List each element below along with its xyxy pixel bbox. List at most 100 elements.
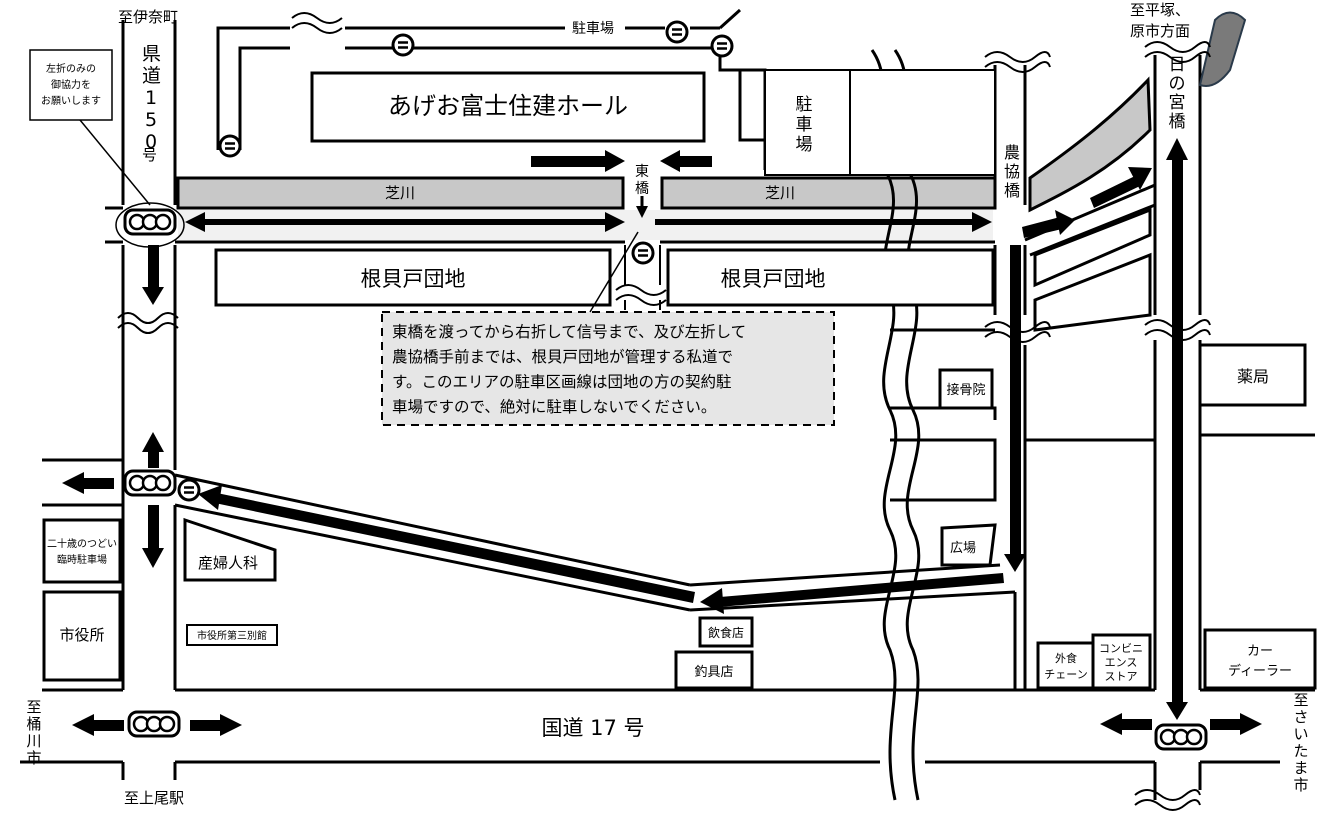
svg-text:ま: ま: [1293, 759, 1308, 777]
label-nokyo-bridge: 農 協 橋: [1004, 143, 1020, 200]
label-to-ageo-station: 至上尾駅: [124, 789, 184, 807]
svg-text:農: 農: [1004, 143, 1020, 162]
svg-text:ディーラー: ディーラー: [1228, 663, 1292, 679]
svg-text:す。このエリアの駐車区画線は団地の方の契約駐: す。このエリアの駐車区画線は団地の方の契約駐: [392, 373, 731, 391]
svg-text:原市方面: 原市方面: [1130, 22, 1190, 40]
svg-text:0: 0: [145, 131, 157, 153]
svg-text:号: 号: [142, 146, 157, 164]
svg-text:県: 県: [142, 43, 161, 65]
svg-text:至: 至: [1293, 691, 1308, 709]
label-fishing-store: 釣具店: [694, 664, 733, 680]
private-road-note-box: [381, 311, 835, 426]
svg-text:二十歳のつどい: 二十歳のつどい: [47, 537, 117, 550]
label-city-hall: 市役所: [59, 626, 104, 644]
svg-text:橋: 橋: [1169, 112, 1186, 132]
label-parking-top: 駐車場: [572, 20, 614, 37]
label-restaurant: 飲食店: [708, 625, 744, 640]
fast-food-building: [1036, 641, 1095, 690]
label-maternity: 産婦人科: [198, 554, 258, 572]
svg-text:宮: 宮: [1169, 93, 1186, 113]
traffic-light-icon: [127, 710, 181, 738]
label-to-inamachi: 至伊奈町: [118, 8, 178, 26]
svg-text:至: 至: [26, 698, 41, 716]
svg-text:桶: 桶: [26, 715, 41, 733]
svg-text:至平塚、: 至平塚、: [1130, 1, 1190, 19]
svg-text:左折のみの: 左折のみの: [46, 62, 96, 75]
label-hiroba: 広場: [950, 541, 976, 556]
parking-right-lot: [764, 69, 851, 176]
restaurant-building: [698, 616, 754, 648]
label-shiba-river-right: 芝川: [765, 184, 795, 202]
temp-parking-building: [42, 518, 122, 584]
label-private-road-note: 東橋を渡ってから右折して信号まで、及び左折して 農協橋手前までは、根貝戸団地が管…: [392, 323, 746, 416]
svg-text:お願いします: お願いします: [41, 95, 101, 107]
parking-entrance-icon: [665, 20, 689, 44]
convenience-building: [1091, 633, 1152, 690]
maternity-building: [183, 517, 277, 582]
label-car-dealer: カー ディーラー: [1228, 644, 1292, 679]
svg-text:さ: さ: [1293, 708, 1308, 726]
left-turn-note-pointer: [79, 119, 151, 206]
label-to-okegawa: 至 桶 川 市: [26, 698, 41, 767]
svg-text:車: 車: [796, 115, 813, 135]
svg-text:ストア: ストア: [1105, 670, 1138, 683]
label-shiba-river-left: 芝川: [385, 184, 415, 202]
svg-text:駐: 駐: [796, 95, 813, 115]
svg-text:チェーン: チェーン: [1044, 668, 1087, 681]
svg-text:場: 場: [796, 135, 813, 155]
danchi-right-building: [666, 248, 995, 307]
label-to-hiratsuka: 至平塚、 原市方面: [1130, 1, 1190, 40]
svg-text:1: 1: [145, 87, 157, 109]
svg-text:川: 川: [26, 732, 41, 750]
label-left-turn-note: 左折のみの 御協力を お願いします: [41, 62, 101, 107]
svg-text:エンス: エンス: [1105, 656, 1138, 669]
svg-text:コンビニ: コンビニ: [1099, 642, 1143, 655]
traffic-light-icon: [123, 208, 177, 236]
label-danchi-left: 根貝戸団地: [361, 267, 466, 291]
svg-text:日: 日: [1169, 55, 1186, 75]
label-temp-parking: 二十歳のつどい 臨時駐車場: [47, 537, 117, 566]
svg-text:カー: カー: [1247, 644, 1273, 659]
label-pharmacy: 薬局: [1237, 367, 1269, 386]
direction-arrows: [62, 138, 1262, 736]
fishing-store-building: [674, 650, 754, 690]
svg-text:農協橋手前までは、根貝戸団地が管理する私道で: 農協橋手前までは、根貝戸団地が管理する私道で: [392, 348, 733, 366]
label-hinomiya-bridge: 日 の 宮 橋: [1169, 55, 1186, 132]
annex-building: [186, 624, 278, 646]
traffic-light-icon: [1154, 723, 1208, 751]
label-bonesetter: 接骨院: [946, 382, 985, 398]
bonesetter-building: [938, 368, 994, 410]
left-turn-note-box: [29, 49, 113, 121]
svg-text:東: 東: [635, 164, 649, 180]
hall-building: [310, 71, 706, 143]
svg-text:御協力を: 御協力を: [51, 78, 91, 91]
svg-text:臨時駐車場: 臨時駐車場: [57, 553, 107, 566]
label-to-saitama: 至 さ い た ま 市: [1293, 691, 1308, 794]
svg-text:市: 市: [1293, 776, 1308, 794]
label-parking-right: 駐 車 場: [796, 95, 813, 155]
label-higashi-bridge: 東 橋: [635, 164, 649, 197]
svg-text:東橋を渡ってから右折して信号まで、及び左折して: 東橋を渡ってから右折して信号まで、及び左折して: [392, 323, 746, 341]
svg-text:外食: 外食: [1055, 651, 1077, 665]
label-national-route: 国道 17 号: [541, 716, 644, 740]
svg-text:5: 5: [145, 109, 157, 131]
svg-text:市: 市: [26, 749, 41, 767]
svg-text:橋: 橋: [1004, 181, 1020, 200]
label-prefectural-road: 県 道 1 5 0 号: [142, 43, 161, 164]
hiroba-building: [940, 523, 997, 567]
parking-entrance-icon: [177, 478, 201, 502]
svg-text:車場ですので、絶対に駐車しないでください。: 車場ですので、絶対に駐車しないでください。: [392, 398, 716, 416]
svg-text:た: た: [1293, 742, 1308, 760]
label-hall: あげお富士住建ホール: [388, 92, 628, 120]
danchi-left-building: [214, 248, 612, 307]
road-network: [20, 8, 1315, 800]
parking-entrance-icon: [631, 241, 655, 265]
label-convenience: コンビニ エンス ストア: [1099, 642, 1143, 683]
pharmacy-building: [1198, 343, 1307, 407]
parking-entrance-icon: [391, 33, 415, 57]
svg-text:橋: 橋: [635, 181, 649, 197]
label-danchi-right: 根貝戸団地: [721, 267, 826, 291]
parking-entrance-icon: [710, 34, 734, 58]
parking-entrance-icon: [218, 134, 242, 158]
